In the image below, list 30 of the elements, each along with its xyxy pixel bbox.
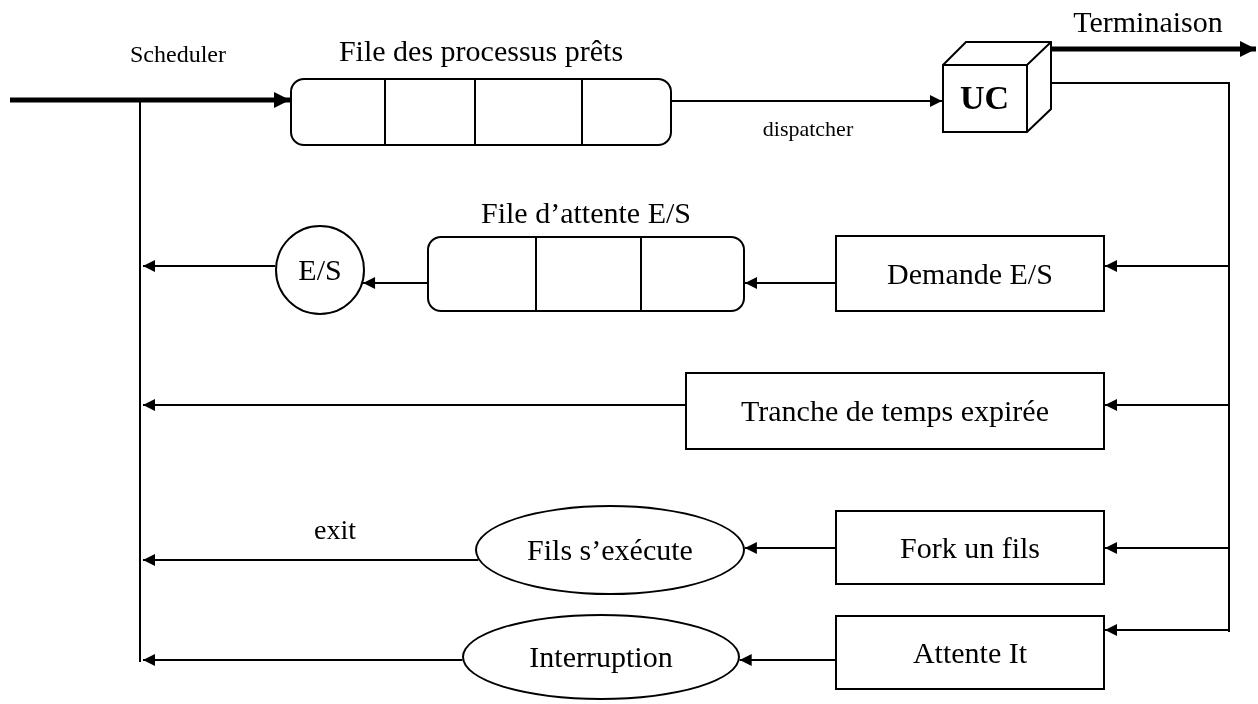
arrow — [1104, 624, 1231, 636]
arrow — [362, 277, 428, 289]
process-box: Attente It — [835, 615, 1105, 690]
process-box: Fork un fils — [835, 510, 1105, 585]
arrow — [142, 399, 686, 411]
arrow — [142, 260, 277, 272]
cpu-label: UC — [958, 78, 1011, 118]
arrow — [10, 92, 290, 108]
bus-line — [1228, 92, 1230, 632]
arrow — [738, 654, 836, 666]
arrow — [671, 95, 943, 107]
queue-title: File des processus prêts — [337, 34, 625, 68]
arrow — [1050, 41, 1256, 57]
process-ellipse: Interruption — [462, 614, 740, 700]
arrow — [1104, 542, 1231, 554]
process-ellipse: Fils s’exécute — [475, 505, 745, 595]
arrow — [1104, 399, 1231, 411]
arrow — [1104, 260, 1231, 272]
arrow — [744, 277, 836, 289]
connector-line — [1049, 82, 1230, 93]
scheduler-label: Scheduler — [130, 40, 226, 69]
process-box: Tranche de temps expirée — [685, 372, 1105, 450]
bus-line — [139, 100, 141, 662]
queue-title: File d’attente E/S — [480, 196, 692, 230]
arrow — [142, 654, 464, 666]
process-box: Demande E/S — [835, 235, 1105, 312]
arrow — [142, 554, 480, 566]
cpu-cube — [942, 41, 1052, 133]
arrow — [743, 542, 836, 554]
process-ellipse: E/S — [275, 225, 365, 315]
